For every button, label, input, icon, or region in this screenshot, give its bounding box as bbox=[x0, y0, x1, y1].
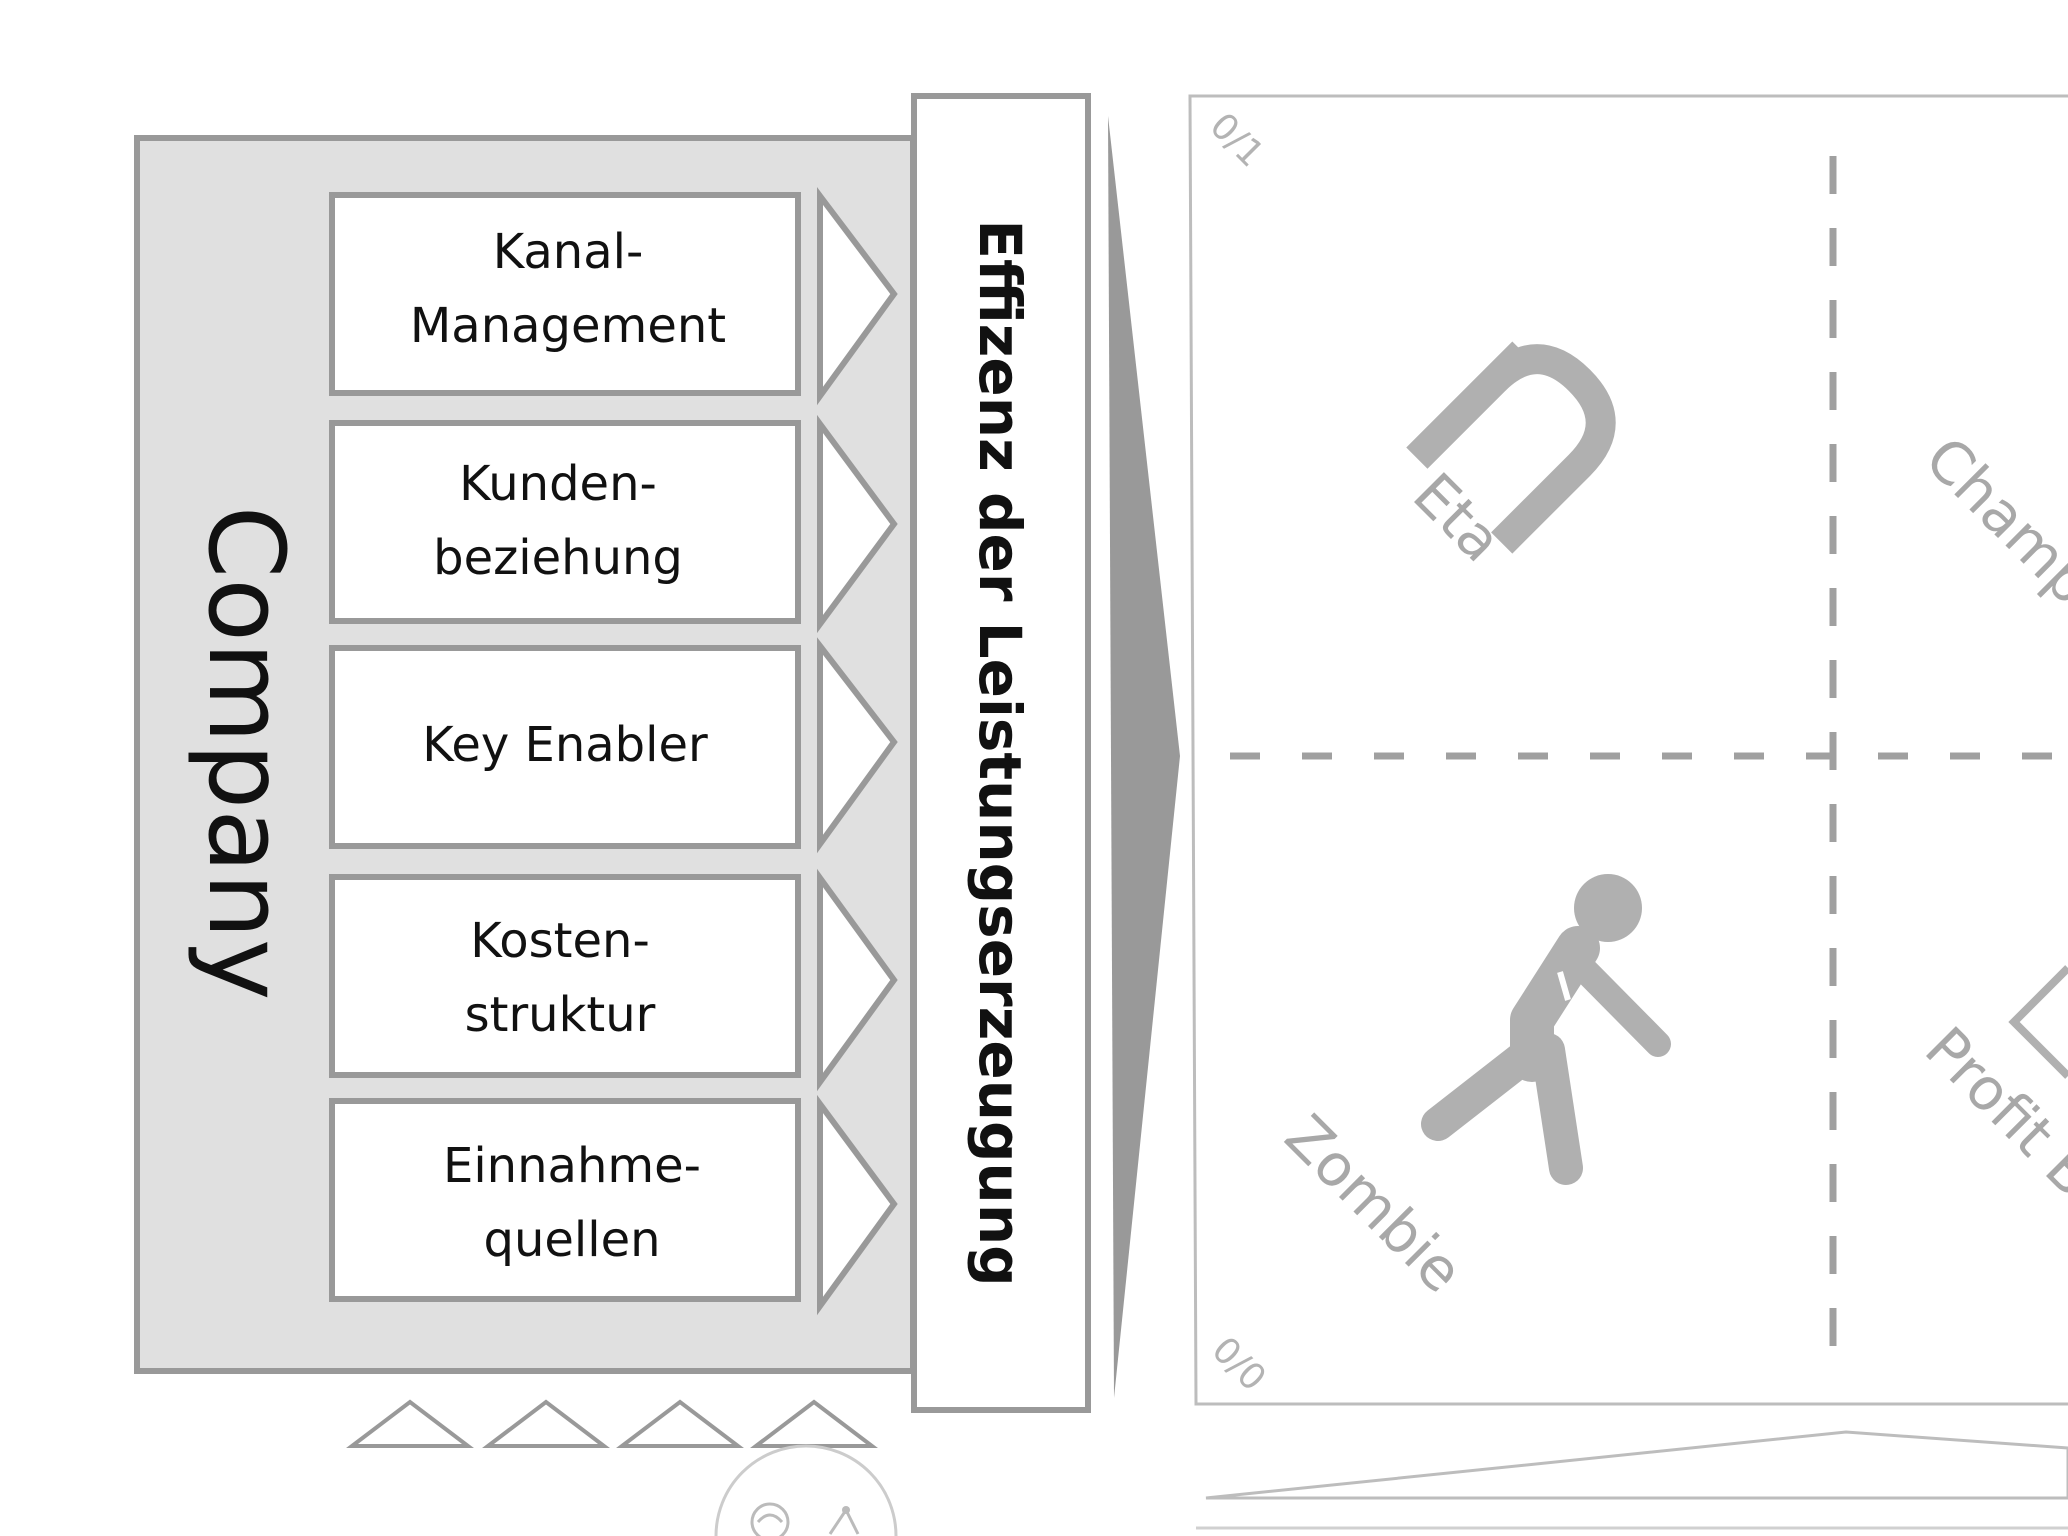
lever-kundenbeziehung: Kunden- beziehung bbox=[329, 420, 801, 624]
lever-arrow-2 bbox=[817, 414, 898, 634]
efficiency-bar bbox=[911, 93, 1091, 1413]
lever-einnahmequellen: Einnahme- quellen bbox=[329, 1098, 801, 1302]
input-triangle-4 bbox=[750, 1399, 878, 1448]
lever-label-line1: Einnahme- bbox=[443, 1138, 701, 1194]
input-triangle-1 bbox=[346, 1399, 474, 1448]
quadrant-label-top-right: Champ bbox=[1912, 424, 2068, 618]
quadrant-label-top-left: Eta bbox=[1400, 460, 1515, 575]
company-title: Company bbox=[185, 506, 307, 1001]
quadrant-label-bottom-right: Profit B bbox=[1912, 1014, 2068, 1210]
lever-arrow-1 bbox=[817, 187, 898, 406]
lever-label-line1: Kosten- bbox=[470, 913, 650, 969]
lever-label-line1: Kunden- bbox=[459, 456, 657, 512]
efficiency-arrow bbox=[1108, 116, 1180, 1398]
network-icon bbox=[828, 1506, 860, 1535]
lever-arrow-3 bbox=[817, 637, 898, 854]
lever-key-enabler: Key Enabler bbox=[329, 645, 801, 849]
input-triangle-3 bbox=[616, 1399, 744, 1448]
lever-label-line2: beziehung bbox=[433, 530, 683, 586]
lever-arrow-5 bbox=[817, 1094, 898, 1316]
lever-arrow-4 bbox=[817, 868, 898, 1092]
input-triangle-2 bbox=[482, 1399, 610, 1448]
lever-label-line2: Management bbox=[410, 298, 726, 354]
eta-symbol-icon bbox=[1406, 341, 1616, 554]
brain-icon bbox=[750, 1502, 790, 1536]
matrix-bottom-arrow bbox=[1205, 1430, 2068, 1500]
efficiency-title: Effizenz der Leistungserzeugung bbox=[966, 219, 1034, 1286]
chart-icon bbox=[2008, 965, 2068, 1079]
matrix-frame bbox=[1188, 94, 2068, 1406]
lever-label-line1: Key Enabler bbox=[422, 717, 708, 773]
lever-label-line2: struktur bbox=[465, 987, 656, 1043]
lever-label-line1: Kanal- bbox=[493, 224, 644, 280]
corner-label-bottom: 0/0 bbox=[1204, 1329, 1274, 1399]
lever-label-line2: quellen bbox=[483, 1212, 660, 1268]
lever-kanal-management: Kanal- Management bbox=[329, 192, 801, 396]
corner-label-top: 0/1 bbox=[1202, 105, 1272, 175]
lever-kostenstruktur: Kosten- struktur bbox=[329, 874, 801, 1078]
zombie-walking-icon bbox=[1421, 874, 1671, 1185]
bottom-dial bbox=[714, 1444, 898, 1536]
